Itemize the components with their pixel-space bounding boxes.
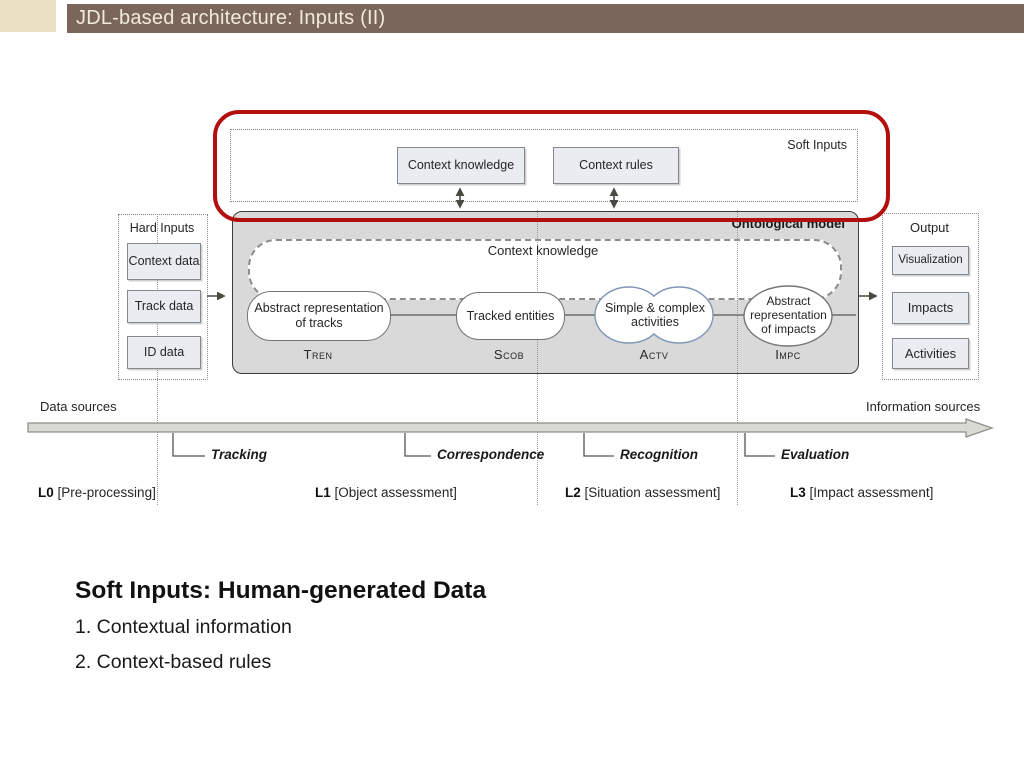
- corner-accent-block: [0, 0, 56, 32]
- output-frame: [882, 213, 979, 380]
- slide-title-bar: JDL-based architecture: Inputs (II): [67, 4, 1024, 33]
- context-knowledge-box: Context knowledge: [397, 147, 525, 184]
- evaluation-label: Evaluation: [781, 447, 850, 462]
- information-sources-label: Information sources: [866, 399, 981, 414]
- slide-title: JDL-based architecture: Inputs (II): [76, 7, 386, 29]
- level-l0-name: [Pre-processing]: [57, 485, 156, 500]
- hard-inputs-frame: [118, 214, 208, 380]
- output-label: Output: [909, 220, 950, 235]
- context-rules-box: Context rules: [553, 147, 679, 184]
- tracking-bracket: [172, 433, 205, 457]
- level-l0-code: L0: [38, 485, 54, 500]
- level-l1-label: L1 [Object assessment]: [315, 485, 457, 500]
- context-knowledge-region-label: Context knowledge: [487, 243, 599, 258]
- context-knowledge-region: [248, 239, 842, 300]
- level-l1-code: L1: [315, 485, 331, 500]
- actv-tag: Actv: [639, 347, 669, 362]
- scob-tag: Scob: [493, 347, 525, 362]
- evaluation-bracket: [744, 433, 775, 457]
- soft-inputs-label: Soft Inputs: [787, 138, 847, 152]
- level-l2-label: L2 [Situation assessment]: [565, 485, 720, 500]
- tracks-node: Abstract representation of tracks: [247, 291, 391, 341]
- notes-item-1: 1. Contextual information: [75, 616, 292, 639]
- track-data-box: Track data: [127, 290, 201, 323]
- activities-node: Simple & complex activities: [604, 300, 706, 329]
- ontological-model-label: Ontological model: [731, 216, 845, 231]
- context-data-box: Context data: [127, 243, 201, 280]
- soft-inputs-frame: [230, 129, 858, 202]
- visualization-box: Visualization: [892, 246, 969, 275]
- impacts-node: Abstract representation of impacts: [750, 294, 827, 336]
- tracked-entities-node: Tracked entities: [456, 292, 565, 340]
- level-l2-code: L2: [565, 485, 581, 500]
- impacts-box: Impacts: [892, 292, 969, 324]
- notes-title: Soft Inputs: Human-generated Data: [75, 577, 487, 604]
- impc-tag: Impc: [775, 347, 801, 362]
- notes-item-2: 2. Context-based rules: [75, 650, 272, 673]
- correspondence-label: Correspondence: [437, 447, 545, 462]
- activities-box: Activities: [892, 338, 969, 369]
- tracking-label: Tracking: [211, 447, 268, 462]
- level-l3-name: [Impact assessment]: [809, 485, 934, 500]
- correspondence-bracket: [404, 433, 431, 457]
- id-data-box: ID data: [127, 336, 201, 369]
- recognition-label: Recognition: [620, 447, 698, 462]
- hard-inputs-label: Hard Inputs: [129, 221, 195, 235]
- divider-l2-l3: [737, 210, 738, 505]
- level-l2-name: [Situation assessment]: [584, 485, 721, 500]
- divider-l1-l2: [537, 210, 538, 505]
- recognition-bracket: [583, 433, 614, 457]
- slide-notes: Soft Inputs: Human-generated Data 1. Con…: [75, 576, 486, 674]
- timeline-arrow: [27, 418, 994, 438]
- level-l0-label: L0 [Pre-processing]: [38, 485, 156, 500]
- tren-tag: Tren: [303, 347, 333, 362]
- level-l3-code: L3: [790, 485, 806, 500]
- level-l3-label: L3 [Impact assessment]: [790, 485, 933, 500]
- level-l1-name: [Object assessment]: [334, 485, 457, 500]
- data-sources-label: Data sources: [40, 399, 117, 414]
